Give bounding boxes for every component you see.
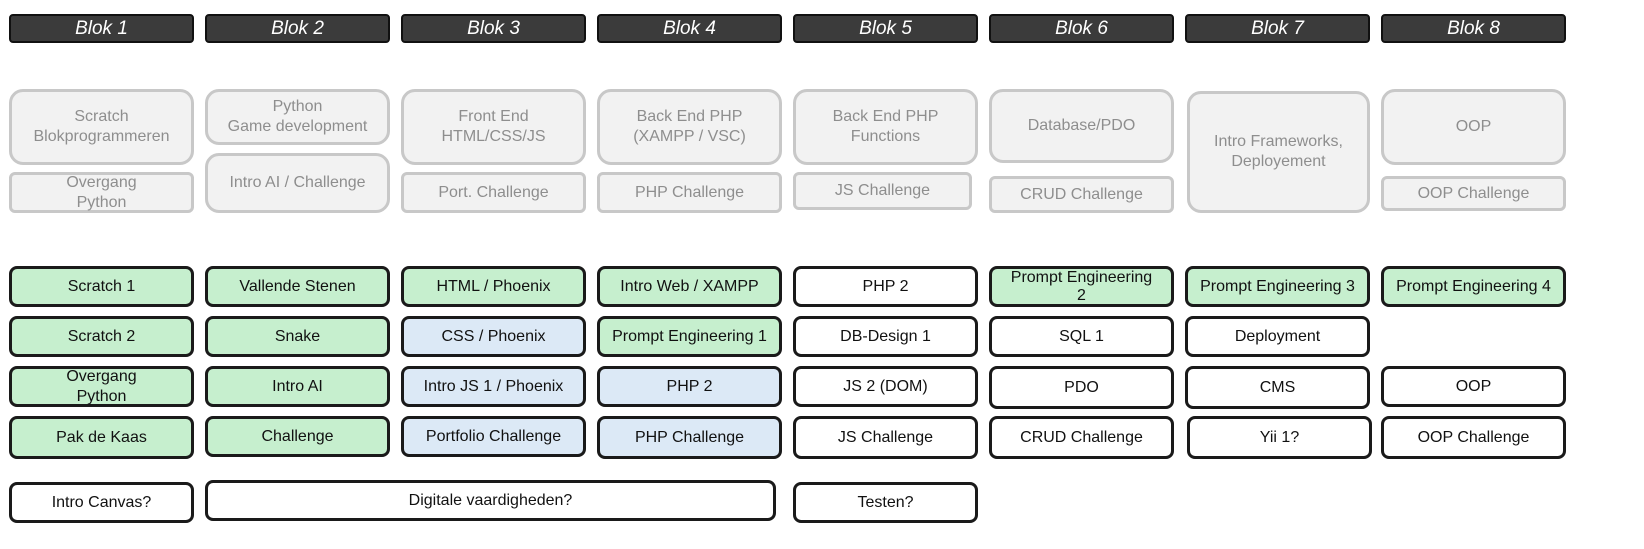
overview-blok-5-main: Back End PHP Functions: [793, 89, 978, 165]
lesson-oop: OOP: [1381, 366, 1566, 407]
overview-blok-1-challenge: Overgang Python: [9, 172, 194, 213]
lesson-portfolio-challenge: Portfolio Challenge: [401, 416, 586, 457]
lesson-overgang-python: Overgang Python: [9, 366, 194, 407]
lesson-prompt-engineering-2: Prompt Engineering 2: [989, 266, 1174, 307]
lesson-sql-1: SQL 1: [989, 316, 1174, 357]
overview-blok-8-main: OOP: [1381, 89, 1566, 165]
lesson-scratch-1: Scratch 1: [9, 266, 194, 307]
overview-blok-4-challenge: PHP Challenge: [597, 172, 782, 213]
blok-4-header: Blok 4: [597, 14, 782, 43]
lesson-db-design-1: DB-Design 1: [793, 316, 978, 357]
extra-digitale-vaardigheden: Digitale vaardigheden?: [205, 480, 776, 521]
blok-5-header: Blok 5: [793, 14, 978, 43]
overview-blok-3-challenge: Port. Challenge: [401, 172, 586, 213]
overview-blok-1-main: Scratch Blokprogrammeren: [9, 89, 194, 165]
overview-blok-5-challenge: JS Challenge: [793, 172, 972, 210]
overview-blok-8-challenge: OOP Challenge: [1381, 176, 1566, 211]
lesson-oop-challenge: OOP Challenge: [1381, 416, 1566, 459]
blok-8-header: Blok 8: [1381, 14, 1566, 43]
overview-blok-2-main: Python Game development: [205, 89, 390, 145]
blok-6-header: Blok 6: [989, 14, 1174, 43]
lesson-cms: CMS: [1185, 366, 1370, 409]
overview-blok-3-main: Front End HTML/CSS/JS: [401, 89, 586, 165]
lesson-challenge: Challenge: [205, 416, 390, 457]
blok-2-header: Blok 2: [205, 14, 390, 43]
overview-blok-6-main: Database/PDO: [989, 89, 1174, 163]
lesson-js-2-dom: JS 2 (DOM): [793, 366, 978, 407]
extra-testen: Testen?: [793, 482, 978, 523]
lesson-pak-de-kaas: Pak de Kaas: [9, 416, 194, 459]
lesson-pdo: PDO: [989, 366, 1174, 409]
overview-blok-4-main: Back End PHP (XAMPP / VSC): [597, 89, 782, 165]
lesson-vallende-stenen: Vallende Stenen: [205, 266, 390, 307]
lesson-prompt-engineering-1: Prompt Engineering 1: [597, 316, 782, 357]
lesson-php-2-blok4: PHP 2: [597, 366, 782, 407]
blok-1-header: Blok 1: [9, 14, 194, 43]
lesson-php-challenge: PHP Challenge: [597, 416, 782, 459]
lesson-intro-web-xampp: Intro Web / XAMPP: [597, 266, 782, 307]
lesson-html-phoenix: HTML / Phoenix: [401, 266, 586, 307]
extra-intro-canvas: Intro Canvas?: [9, 482, 194, 523]
lesson-prompt-engineering-3: Prompt Engineering 3: [1185, 266, 1370, 307]
overview-blok-6-challenge: CRUD Challenge: [989, 176, 1174, 213]
lesson-prompt-engineering-4: Prompt Engineering 4: [1381, 266, 1566, 307]
lesson-js-challenge: JS Challenge: [793, 416, 978, 459]
lesson-intro-ai: Intro AI: [205, 366, 390, 407]
lesson-yii-1: Yii 1?: [1187, 416, 1372, 459]
overview-blok-2-challenge: Intro AI / Challenge: [205, 153, 390, 213]
lesson-snake: Snake: [205, 316, 390, 357]
lesson-scratch-2: Scratch 2: [9, 316, 194, 357]
lesson-php-2-blok5: PHP 2: [793, 266, 978, 307]
overview-blok-7-main: Intro Frameworks, Deployement: [1187, 91, 1370, 213]
lesson-deployment: Deployment: [1185, 316, 1370, 357]
blok-3-header: Blok 3: [401, 14, 586, 43]
lesson-crud-challenge: CRUD Challenge: [989, 416, 1174, 459]
lesson-intro-js-1-phoenix: Intro JS 1 / Phoenix: [401, 366, 586, 407]
blok-7-header: Blok 7: [1185, 14, 1370, 43]
lesson-css-phoenix: CSS / Phoenix: [401, 316, 586, 357]
